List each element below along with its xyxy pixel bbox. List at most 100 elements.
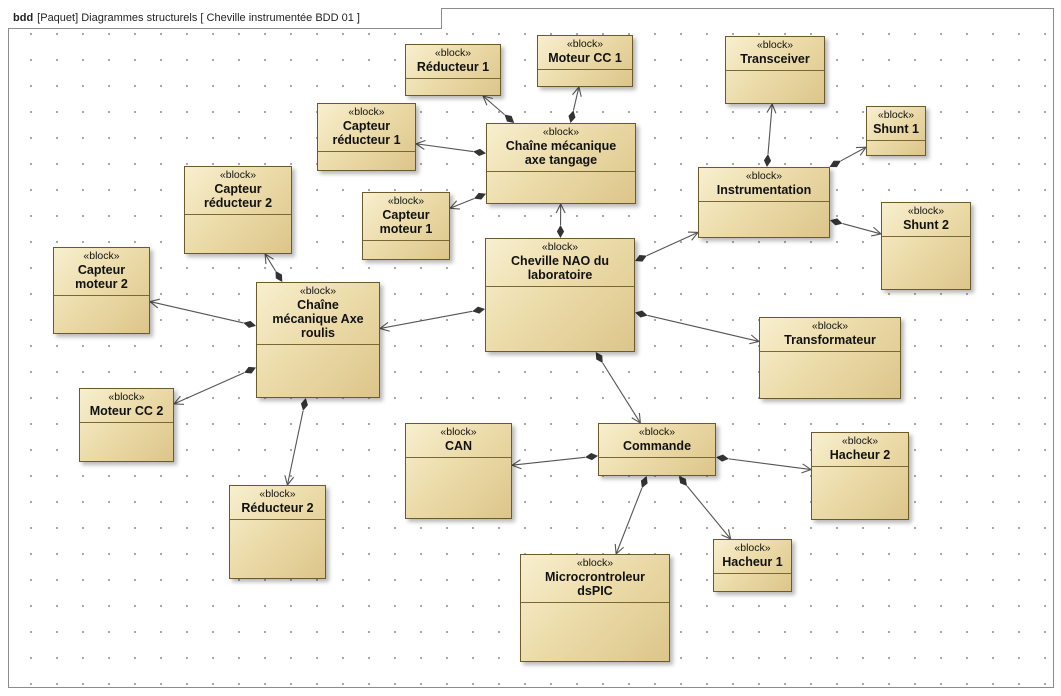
navigability-arrowhead xyxy=(378,321,390,332)
block-name: Microcrontroleur dsPIC xyxy=(544,570,645,598)
block-header: «block»Chaîne mécanique axe tangage xyxy=(487,124,635,172)
composition-chaineroulis-reducteur2 xyxy=(284,398,308,487)
block-name: Transceiver xyxy=(740,52,810,66)
diagram-title: [Paquet] Diagrammes structurels [ Chevil… xyxy=(37,12,360,24)
block-name: CAN xyxy=(444,439,473,453)
association-line xyxy=(149,301,244,324)
navigability-arrowhead xyxy=(555,202,566,214)
stereotype-label: «block» xyxy=(756,39,794,51)
composition-chainetangage-moteurcc1 xyxy=(568,85,582,123)
block-header: «block»Réducteur 2 xyxy=(230,486,325,520)
association-line xyxy=(602,362,641,424)
composition-diamond xyxy=(763,154,772,167)
block-microcontroleur-dspic[interactable]: «block»Microcrontroleur dsPIC xyxy=(520,554,670,662)
association-line xyxy=(379,310,473,330)
navigability-arrowhead xyxy=(172,395,185,405)
block-hacheur-1[interactable]: «block»Hacheur 1 xyxy=(713,539,792,592)
block-can[interactable]: «block»CAN xyxy=(405,423,512,519)
block-instrumentation[interactable]: «block»Instrumentation xyxy=(698,167,830,238)
block-capteur-moteur-1[interactable]: «block»Capteur moteur 1 xyxy=(362,192,450,260)
block-name: Capteur réducteur 1 xyxy=(332,119,401,147)
block-name: Chaîne mécanique Axe roulis xyxy=(272,298,364,340)
navigability-arrowhead xyxy=(572,85,582,97)
stereotype-label: «block» xyxy=(299,285,337,297)
block-name: Réducteur 1 xyxy=(416,60,490,74)
composition-diamond xyxy=(473,148,486,156)
navigability-arrowhead xyxy=(448,200,461,210)
block-commande[interactable]: «block»Commande xyxy=(598,423,716,476)
stereotype-label: «block» xyxy=(542,126,580,138)
block-header: «block»Transformateur xyxy=(760,318,900,352)
association-line xyxy=(728,458,812,471)
block-name: Instrumentation xyxy=(716,183,812,197)
composition-commande-can xyxy=(510,453,598,470)
navigability-arrowhead xyxy=(510,459,522,470)
association-line xyxy=(840,146,867,162)
stereotype-label: «block» xyxy=(841,435,879,447)
stereotype-label: «block» xyxy=(259,488,296,500)
navigability-arrowhead xyxy=(148,298,160,309)
block-header: «block»Hacheur 1 xyxy=(714,540,791,574)
block-hacheur-2[interactable]: «block»Hacheur 2 xyxy=(811,432,909,520)
block-reducteur-2[interactable]: «block»Réducteur 2 xyxy=(229,485,326,579)
block-name: Réducteur 2 xyxy=(241,501,314,515)
composition-instrumentation-shunt1 xyxy=(829,146,868,168)
association-line xyxy=(842,223,882,235)
block-name: Shunt 2 xyxy=(903,218,949,232)
composition-diamond xyxy=(640,476,648,489)
composition-commande-hacheur2 xyxy=(716,454,813,474)
block-name: Capteur moteur 1 xyxy=(379,208,433,236)
composition-chaineroulis-capteurmoteur2 xyxy=(148,298,256,328)
association-line xyxy=(615,487,643,555)
block-header: «block»Shunt 1 xyxy=(867,107,925,141)
diagram-header: bdd[Paquet] Diagrammes structurels [ Che… xyxy=(8,8,442,29)
block-chaine-mecanique-axe-roulis[interactable]: «block»Chaîne mécanique Axe roulis xyxy=(256,282,380,398)
block-moteur-cc-1[interactable]: «block»Moteur CC 1 xyxy=(537,35,633,87)
composition-cheville-chaineroulis xyxy=(378,306,485,332)
navigability-arrowhead xyxy=(766,102,777,114)
block-header: «block»Capteur moteur 2 xyxy=(54,248,149,296)
block-name: Cheville NAO du laboratoire xyxy=(511,254,609,282)
stereotype-label: «block» xyxy=(219,169,257,181)
block-header: «block»Capteur réducteur 2 xyxy=(185,167,291,215)
association-line xyxy=(572,86,580,111)
block-chaine-mecanique-axe-tangage[interactable]: «block»Chaîne mécanique axe tangage xyxy=(486,123,636,204)
stereotype-label: «block» xyxy=(907,205,945,217)
composition-diamond xyxy=(830,218,843,226)
block-capteur-moteur-2[interactable]: «block»Capteur moteur 2 xyxy=(53,247,150,334)
block-reducteur-1[interactable]: «block»Réducteur 1 xyxy=(405,44,501,96)
block-name: Moteur CC 2 xyxy=(89,404,164,418)
block-name: Commande xyxy=(622,439,692,453)
block-transceiver[interactable]: «block»Transceiver xyxy=(725,36,825,104)
composition-diamond xyxy=(472,306,485,314)
composition-diamond xyxy=(275,270,283,282)
block-name: Capteur réducteur 2 xyxy=(203,182,273,210)
composition-chainetangage-capteurreducteur1 xyxy=(414,139,486,156)
block-shunt-1[interactable]: «block»Shunt 1 xyxy=(866,106,926,156)
block-name: Hacheur 1 xyxy=(722,555,783,569)
association-line xyxy=(647,314,760,342)
composition-commande-microcontroleur xyxy=(614,476,648,556)
block-shunt-2[interactable]: «block»Shunt 2 xyxy=(881,202,971,290)
block-moteur-cc-2[interactable]: «block»Moteur CC 2 xyxy=(79,388,174,462)
stereotype-label: «block» xyxy=(576,557,614,569)
association-line xyxy=(449,198,475,209)
block-capteur-reducteur-1[interactable]: «block»Capteur réducteur 1 xyxy=(317,103,416,171)
composition-chaineroulis-capteurreducteur2 xyxy=(264,252,283,282)
composition-diamond xyxy=(595,352,603,364)
block-transformateur[interactable]: «block»Transformateur xyxy=(759,317,901,399)
block-header: «block»Réducteur 1 xyxy=(406,45,500,79)
block-header: «block»Transceiver xyxy=(726,37,824,71)
stereotype-label: «block» xyxy=(348,106,385,118)
block-capteur-reducteur-2[interactable]: «block»Capteur réducteur 2 xyxy=(184,166,292,254)
block-header: «block»Instrumentation xyxy=(699,168,829,202)
stereotype-label: «block» xyxy=(877,109,915,121)
block-name: Shunt 1 xyxy=(873,122,919,136)
association-line xyxy=(286,410,304,486)
navigability-arrowhead xyxy=(264,252,274,265)
composition-chainetangage-reducteur1 xyxy=(482,95,515,123)
block-cheville-nao-du-laboratoire[interactable]: «block»Cheville NAO du laboratoire xyxy=(485,238,635,352)
association-line xyxy=(264,253,276,272)
composition-cheville-commande xyxy=(595,352,642,425)
